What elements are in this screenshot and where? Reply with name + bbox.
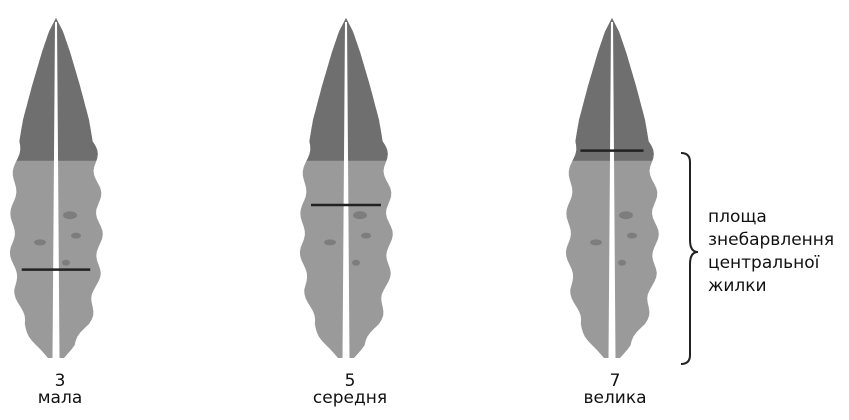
annotation-line: площа [708,206,848,229]
score-label: середня [290,390,410,407]
leaf-dark-area [0,18,116,161]
annotation-discoloration-area: площа знебарвлення центральної жилки [708,206,848,298]
leaf-score-3 [0,18,116,358]
leaf-score-5 [286,18,406,358]
caption-score-3: 3 мала [0,373,120,407]
annotation-line: центральної [708,252,848,275]
caption-score-5: 5 середня [290,373,410,407]
score-label: велика [555,390,675,407]
caption-score-7: 7 велика [555,373,675,407]
curly-bracket [681,153,698,364]
annotation-line: знебарвлення [708,229,848,252]
score-label: мала [0,390,120,407]
annotation-line: жилки [708,275,848,298]
leaf-score-7 [552,18,672,358]
